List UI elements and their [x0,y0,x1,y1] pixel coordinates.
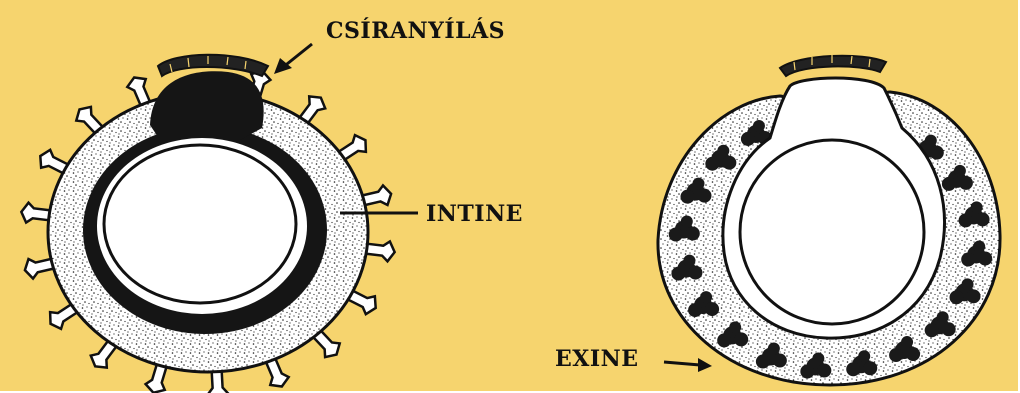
exine-label: EXINE [555,346,639,372]
intine-label: INTINE [426,201,523,227]
intine-layer [97,138,307,314]
germ-pore-label: CSÍRANYÍLÁS [326,17,505,44]
